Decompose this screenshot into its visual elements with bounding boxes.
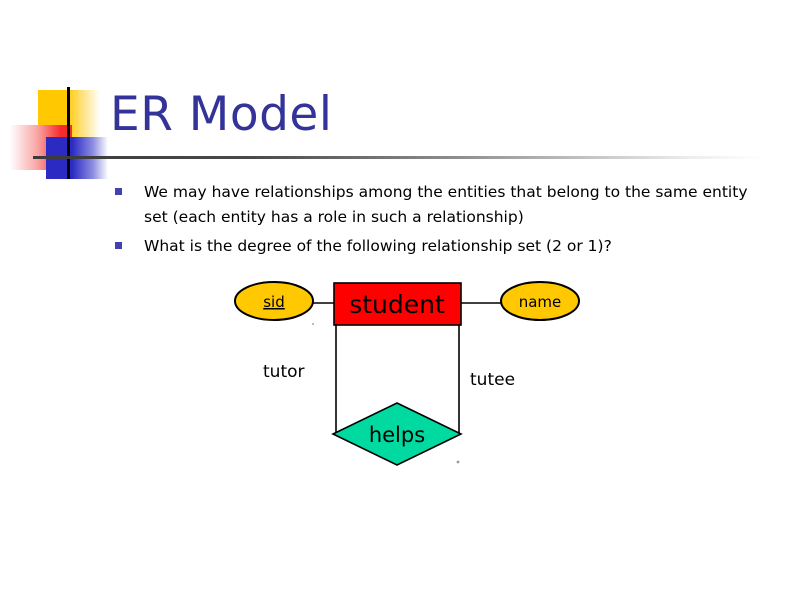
artifact-dot	[456, 460, 460, 464]
entity-box-student	[333, 282, 462, 326]
attribute-ellipse-name	[500, 281, 580, 321]
artifact-dot	[311, 322, 315, 326]
square-bullet-icon	[115, 242, 122, 249]
bullet-item-2-text: What is the degree of the following rela…	[144, 237, 612, 255]
square-bullet-icon	[115, 188, 122, 195]
role-label-tutee: tutee	[470, 370, 515, 390]
entity-label-student: student	[349, 290, 445, 319]
page-title: ER Model	[110, 87, 333, 142]
attribute-ellipse-sid	[234, 281, 314, 321]
bullet-item-2: What is the degree of the following rela…	[112, 234, 772, 259]
title-divider-rule	[33, 156, 763, 159]
bullet-item-1-text: We may have relationships among the enti…	[144, 183, 748, 226]
bullet-list: We may have relationships among the enti…	[112, 180, 772, 263]
attribute-label-sid: sid	[263, 293, 285, 311]
role-label-tutor: tutor	[263, 362, 305, 382]
logo-vertical-line	[67, 87, 70, 179]
relationship-diamond-helps	[331, 402, 463, 466]
bullet-item-1: We may have relationships among the enti…	[112, 180, 772, 230]
attribute-label-name: name	[519, 293, 562, 311]
relationship-label-helps: helps	[369, 423, 425, 447]
